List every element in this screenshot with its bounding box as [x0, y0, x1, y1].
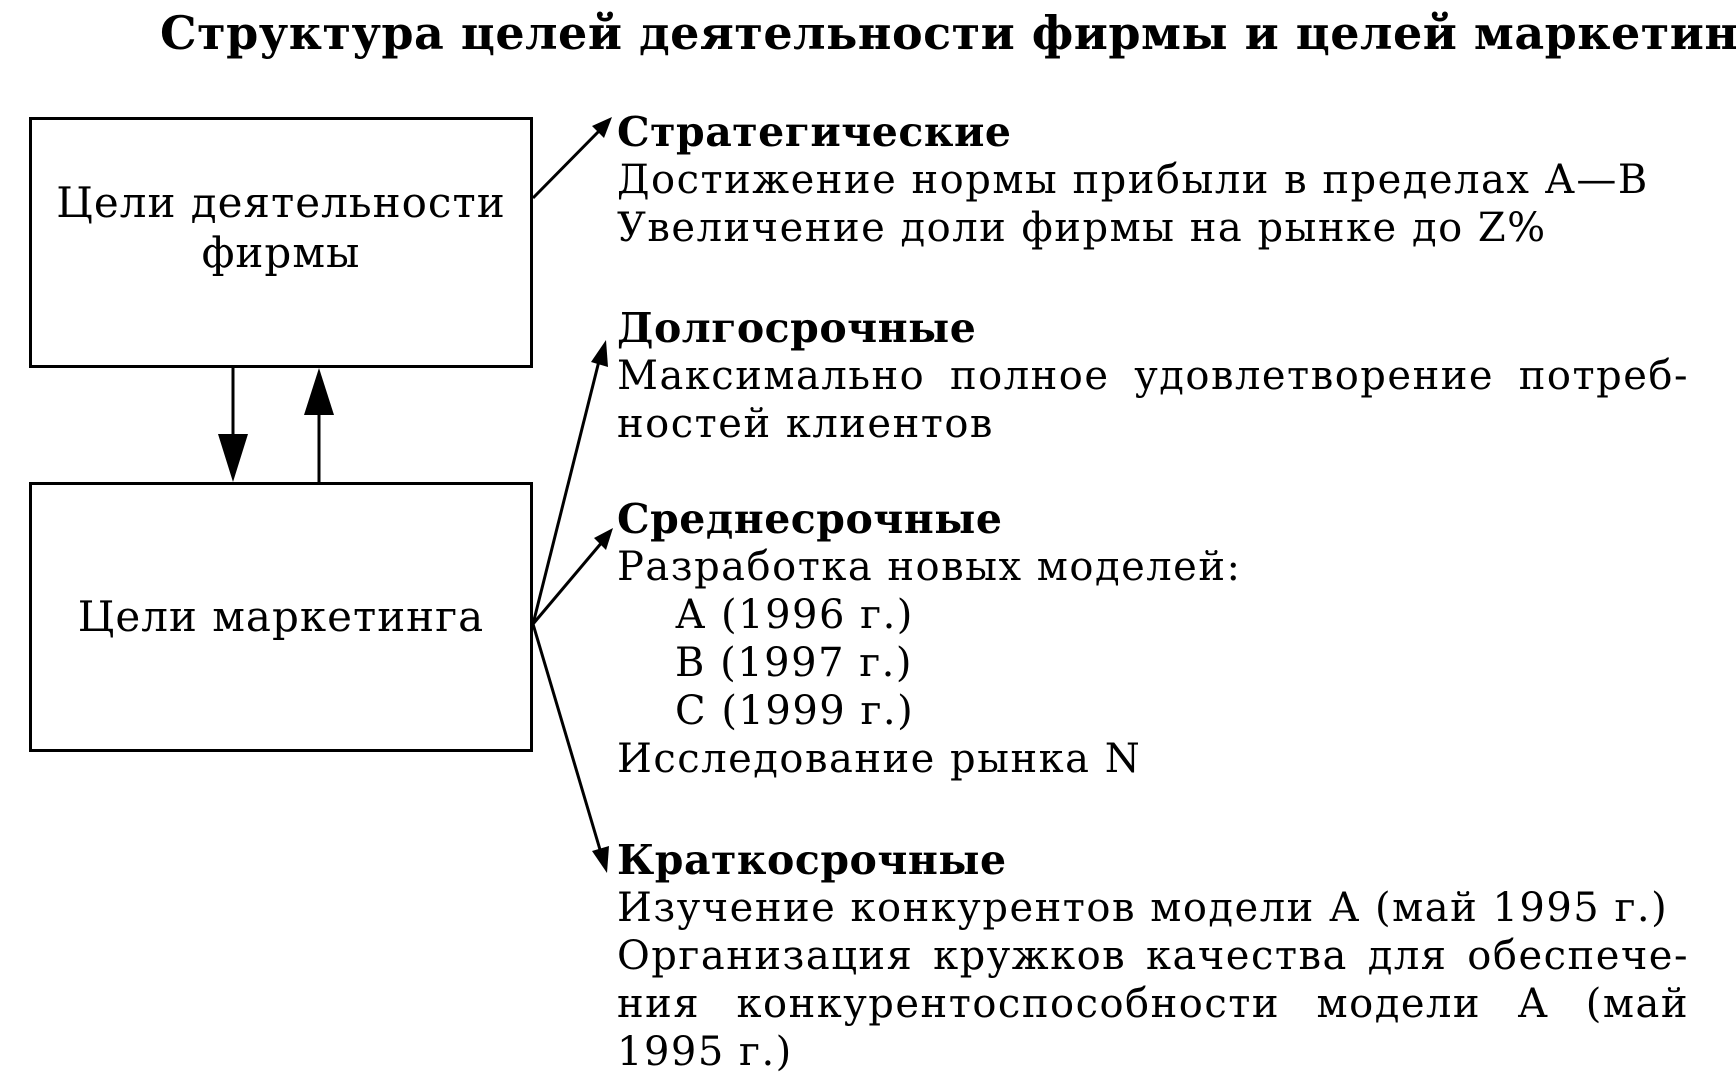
down-arrow — [218, 368, 248, 482]
arrow-to-strategic — [531, 117, 612, 200]
firm-goals-box: Цели деятельности фирмы — [29, 117, 533, 368]
strategic-heading: Стратегические — [617, 108, 1012, 156]
long-term-line: Максимально полное удовлетворение потреб… — [617, 353, 1689, 399]
arrow-to-short-term — [531, 623, 609, 873]
firm-goals-label: Цели деятельности фирмы — [56, 177, 506, 277]
strategic-goals: Стратегические Достижение нормы прибыли … — [617, 108, 1649, 252]
strategic-line: Увеличение доли фирмы на рынке до Z% — [617, 205, 1547, 251]
arrow-to-medium-term — [531, 528, 613, 625]
short-term-line: ния конкурентоспособности модели А (май — [617, 981, 1689, 1027]
arrow-to-long-term — [531, 340, 608, 625]
long-term-line: ностей клиентов — [617, 401, 994, 447]
strategic-line: Достижение нормы прибыли в пределах А—В — [617, 157, 1649, 203]
short-term-heading: Краткосрочные — [617, 836, 1007, 884]
long-term-heading: Долгосрочные — [617, 304, 977, 352]
medium-term-heading: Среднесрочные — [617, 495, 1003, 543]
marketing-goals-label: Цели маркетинга — [77, 592, 485, 641]
medium-term-line: Исследование рынка N — [617, 736, 1142, 782]
short-term-line: Изучение конкурентов модели А (май 1995 … — [617, 885, 1669, 931]
short-term-line: Организация кружков качества для обеспеч… — [617, 933, 1689, 979]
short-term-goals: Краткосрочные Изучение конкурентов модел… — [617, 836, 1689, 1076]
medium-term-line: Разработка новых моделей: — [617, 544, 1242, 590]
up-arrow — [304, 368, 334, 482]
short-term-line: 1995 г.) — [617, 1029, 793, 1075]
long-term-goals: Долгосрочные Максимально полное удовлетв… — [617, 304, 1689, 448]
medium-term-goals: Среднесрочные Разработка новых моделей: … — [617, 495, 1241, 783]
medium-term-model: С (1999 г.) — [675, 688, 915, 734]
medium-term-model: А (1996 г.) — [675, 592, 914, 638]
marketing-goals-box: Цели маркетинга — [29, 482, 533, 752]
diagram-title: Структура целей деятельности фирмы и цел… — [160, 6, 1736, 60]
medium-term-model: В (1997 г.) — [675, 640, 914, 686]
